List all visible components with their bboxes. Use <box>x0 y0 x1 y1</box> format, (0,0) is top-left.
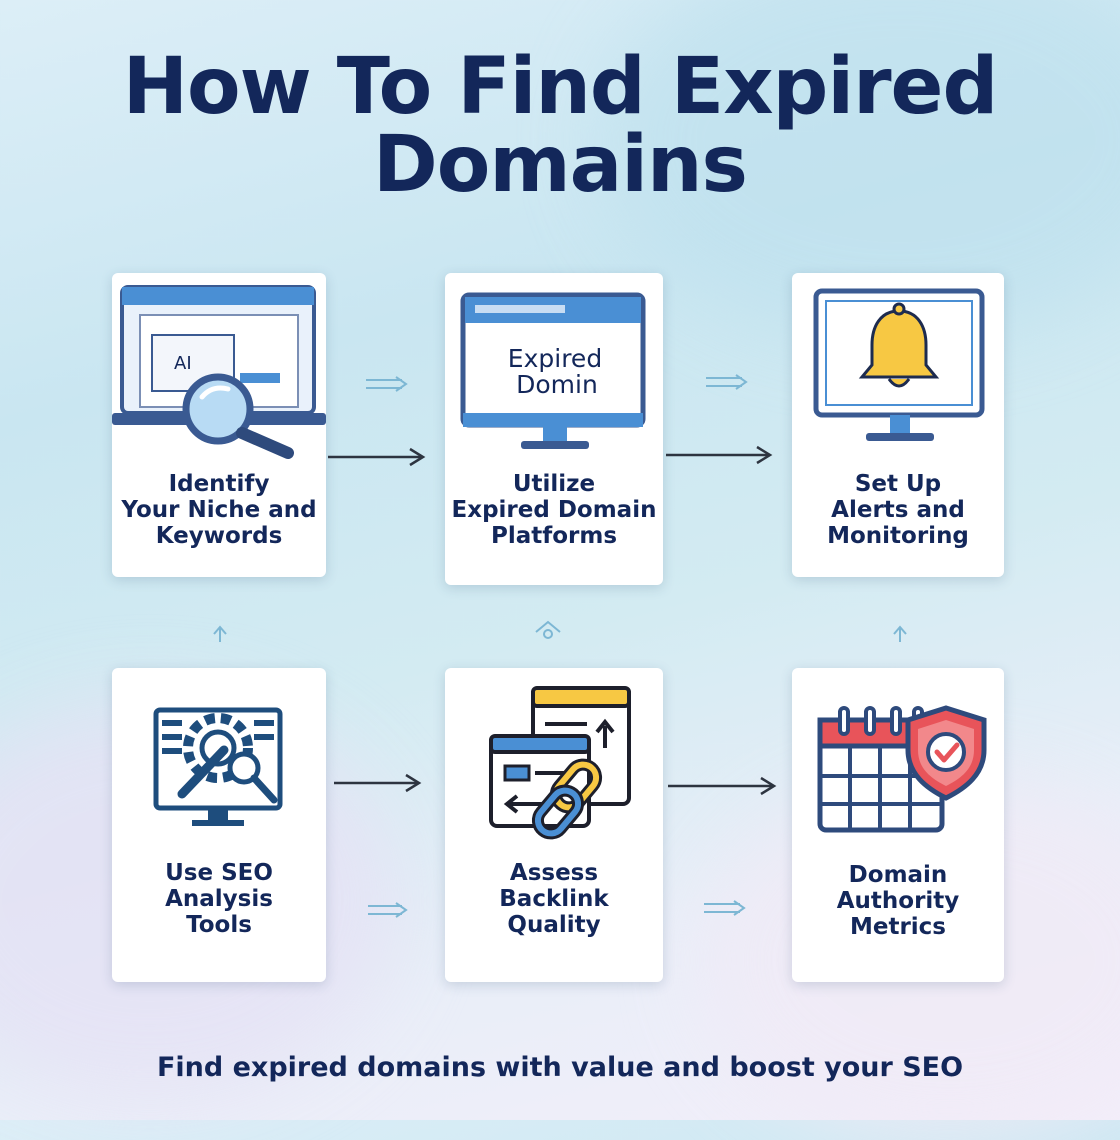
step-label-seo-analysis-tools: Use SEO Analysis Tools <box>165 860 273 938</box>
step-label-identify-niche: Identify Your Niche and Keywords <box>121 471 317 549</box>
step-card-expired-domain-platforms: Expired Domin Utilize Expired Domain Pla… <box>445 273 663 585</box>
step-label-expired-domain-platforms: Utilize Expired Domain Platforms <box>451 471 657 549</box>
step-card-identify-niche: AI Identify Your Niche and Keywords <box>112 273 326 577</box>
calendar-shield-icon <box>817 705 987 833</box>
footer-caption: Find expired domains with value and boos… <box>156 1052 964 1083</box>
monitor-icon: Expired Domin <box>460 292 646 449</box>
arrow-step2-to-step3 <box>666 445 773 465</box>
step-card-domain-authority: Domain Authority Metrics <box>792 668 1004 982</box>
title-line-1: How To Find Expired <box>122 42 999 132</box>
arrow-step5-to-step6 <box>668 776 777 796</box>
faint-arrows <box>213 374 907 918</box>
backlink-icon <box>489 686 631 840</box>
monitor-screen-line-2: Domin <box>516 370 598 399</box>
step-card-seo-analysis-tools: Use SEO Analysis Tools <box>112 668 326 982</box>
monitor-screen-line-1: Expired <box>508 344 602 373</box>
page-title: How To Find Expired Domains <box>0 48 1120 204</box>
step-card-backlink-quality: Assess Backlink Quality <box>445 668 663 982</box>
seo-tools-icon <box>153 707 283 826</box>
step-label-backlink-quality: Assess Backlink Quality <box>499 860 609 938</box>
step-label-domain-authority: Domain Authority Metrics <box>836 862 960 940</box>
title-line-2: Domains <box>373 120 748 210</box>
step-label-alerts-monitoring: Set Up Alerts and Monitoring <box>827 471 969 549</box>
laptop-magnifier-icon: AI <box>112 285 326 459</box>
arrow-step4-to-step5 <box>334 773 422 793</box>
arrow-step1-to-step2 <box>328 447 426 467</box>
bell-monitor-icon <box>813 288 985 441</box>
laptop-screen-text: AI <box>174 353 192 374</box>
step-card-alerts-monitoring: Set Up Alerts and Monitoring <box>792 273 1004 577</box>
